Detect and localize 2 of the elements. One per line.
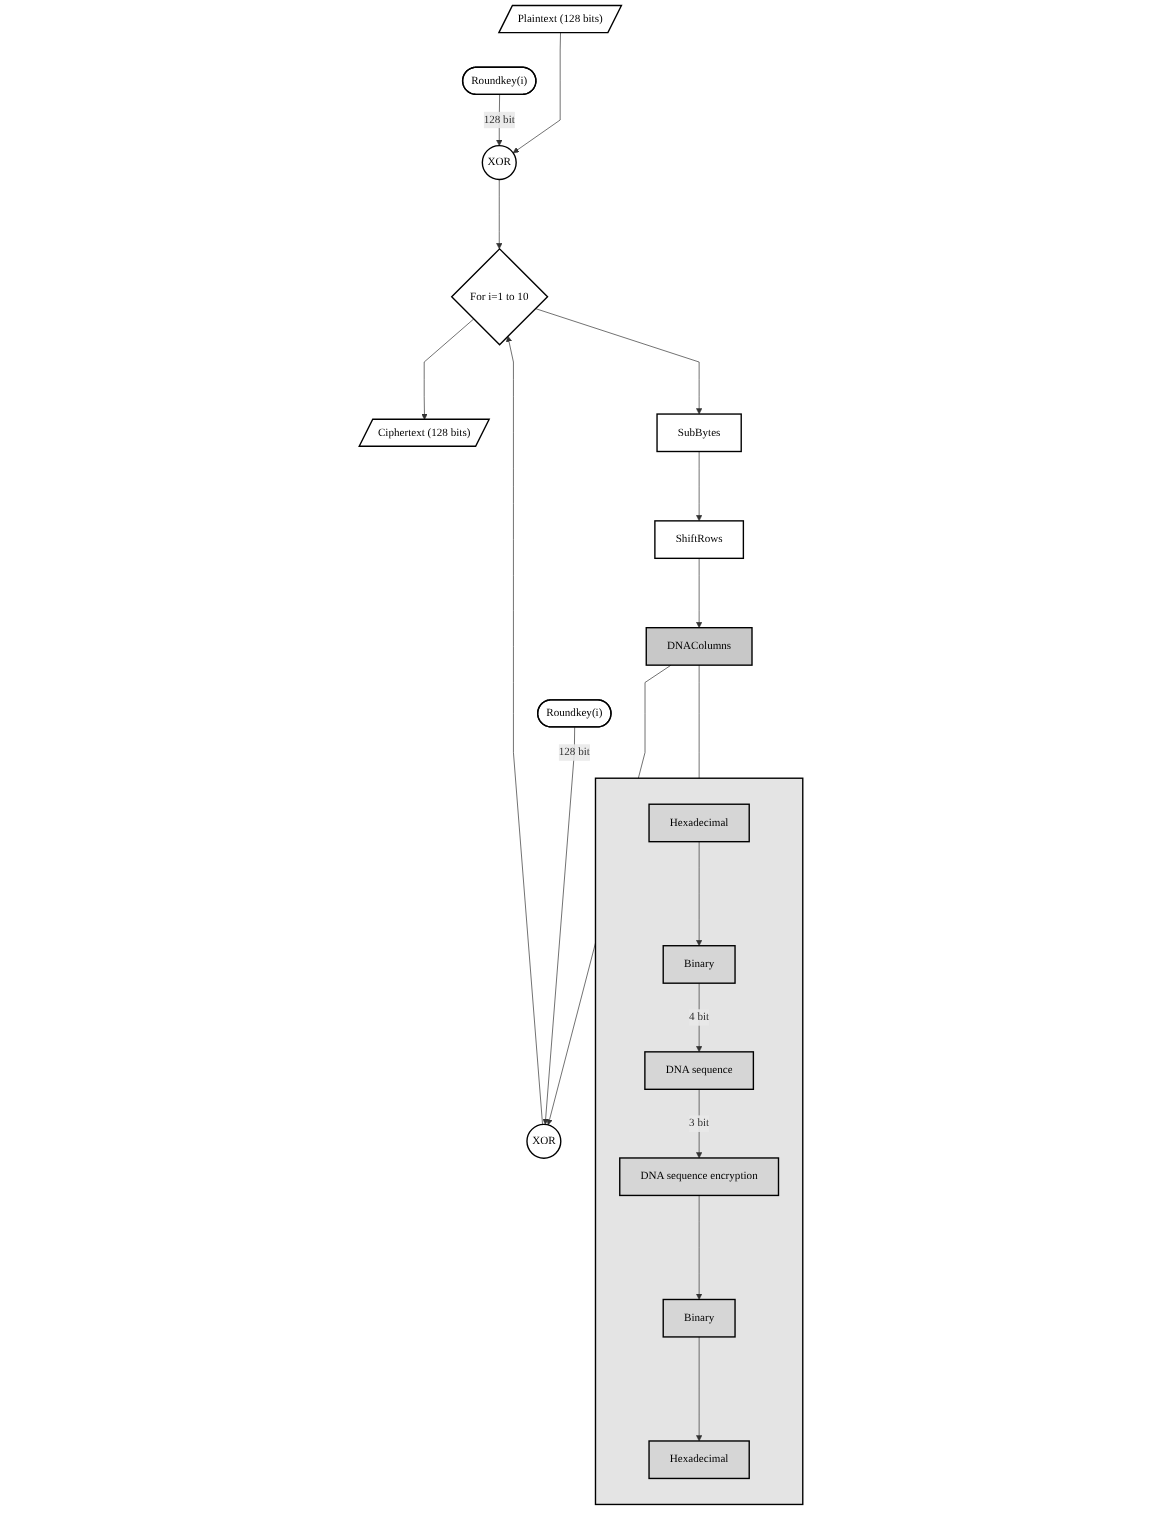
cluster bbox=[594, 777, 804, 1506]
connector bbox=[698, 664, 700, 779]
